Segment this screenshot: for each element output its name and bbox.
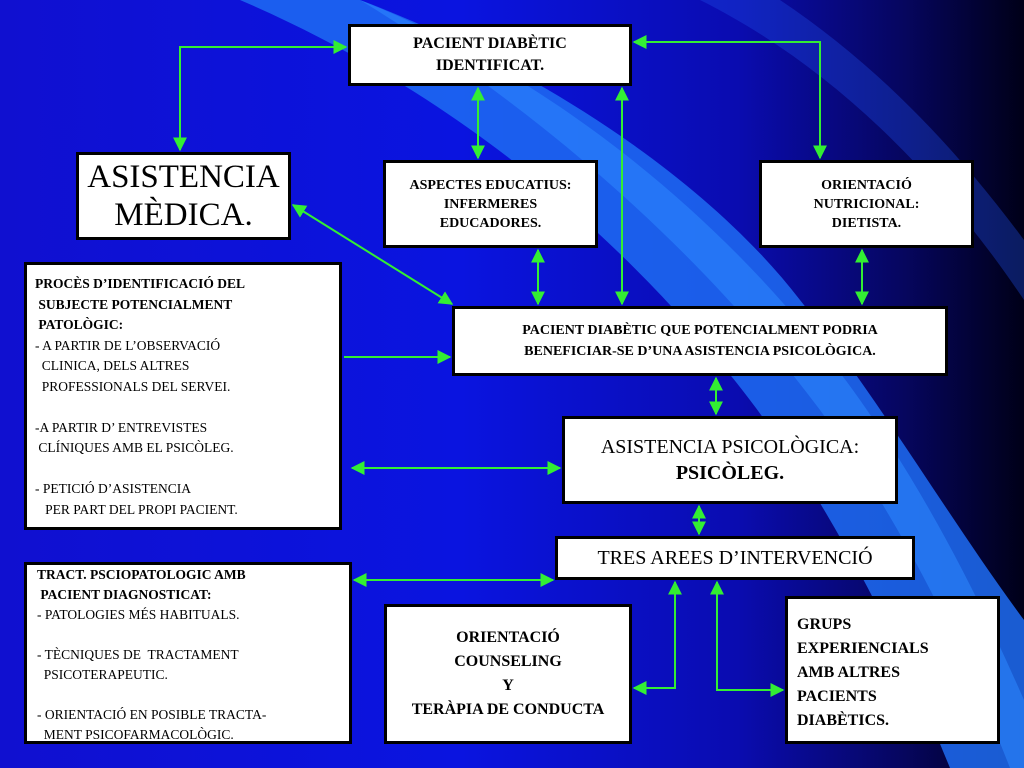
proces-line-10 [35, 459, 339, 480]
orientacio-nutricional-box: ORIENTACIÓ NUTRICIONAL: DIETISTA. [759, 160, 974, 248]
tractament-line-5: - TÈCNIQUES DE TRACTAMENT [37, 647, 239, 662]
orientacio-nutricional-line-1: ORIENTACIÓ [821, 177, 912, 193]
asistencia-medica-line-1: ASISTENCIA [87, 159, 280, 195]
pacient-potencial-line-2: BENEFICIAR-SE D’UNA ASISTENCIA PSICOLÒGI… [524, 344, 876, 359]
aspectes-educatius-box: ASPECTES EDUCATIUS: INFERMERES EDUCADORE… [383, 160, 598, 248]
proces-line-11: - PETICIÓ D’ASISTENCIA [35, 481, 191, 496]
tractament-line-9: MENT PSICOFARMACOLÒGIC. [37, 727, 234, 742]
proces-line-2: SUBJECTE POTENCIALMENT [35, 296, 233, 312]
proces-line-5: CLINICA, DELS ALTRES [35, 358, 190, 373]
orientacio-counseling-line-3: Y [502, 677, 514, 694]
asistencia-psicologica-line-2: PSICÒLEG. [675, 462, 785, 484]
asistencia-medica-box: ASISTENCIA MÈDICA. [76, 152, 291, 240]
asistencia-psicologica-box: ASISTENCIA PSICOLÒGICA: PSICÒLEG. [562, 416, 898, 504]
asistencia-medica-line-2: MÈDICA. [114, 197, 253, 233]
orientacio-nutricional-line-2: NUTRICIONAL: [813, 196, 920, 212]
orientacio-counseling-line-1: ORIENTACIÓ [456, 629, 560, 646]
orientacio-nutricional-line-3: DIETISTA. [831, 215, 902, 231]
grups-experiencials-box: GRUPS EXPERIENCIALS AMB ALTRES PACIENTS … [785, 596, 1000, 744]
proces-line-4: - A PARTIR DE L’OBSERVACIÓ [35, 337, 221, 353]
tractament-box: TRACT. PSCIOPATOLOGIC AMB PACIENT DIAGNO… [24, 562, 352, 744]
grups-line-2: EXPERIENCIALS [797, 640, 929, 657]
pacient-identificat-box: PACIENT DIABÈTIC IDENTIFICAT. [348, 24, 632, 86]
grups-line-5: DIABÈTICS. [797, 712, 890, 729]
tractament-line-6: PSICOTERAPEUTIC. [37, 667, 168, 682]
tractament-line-3: - PATOLOGIES MÉS HABITUALS. [37, 607, 240, 622]
proces-line-8: -A PARTIR D’ ENTREVISTES [35, 419, 208, 435]
aspectes-educatius-line-2: INFERMERES [443, 196, 538, 212]
proces-line-12: PER PART DEL PROPI PACIENT. [35, 501, 238, 517]
grups-line-4: PACIENTS [797, 688, 877, 705]
tres-arees-box: TRES AREES D’INTERVENCIÓ [555, 536, 915, 580]
proces-line-1: PROCÈS D’IDENTIFICACIÓ DEL [35, 276, 246, 291]
pacient-identificat-line-1: PACIENT DIABÈTIC [413, 35, 567, 52]
orientacio-counseling-box: ORIENTACIÓ COUNSELING Y TERÀPIA DE CONDU… [384, 604, 632, 744]
orientacio-counseling-line-4: TERÀPIA DE CONDUCTA [411, 701, 605, 718]
orientacio-counseling-line-2: COUNSELING [454, 653, 562, 670]
pacient-potencial-line-1: PACIENT DIABÈTIC QUE POTENCIALMENT PODRI… [522, 323, 878, 338]
tractament-line-1: TRACT. PSCIOPATOLOGIC AMB [37, 567, 246, 582]
tres-arees-label: TRES AREES D’INTERVENCIÓ [597, 547, 873, 569]
aspectes-educatius-line-3: EDUCADORES. [439, 215, 542, 231]
tractament-line-2: PACIENT DIAGNOSTICAT: [37, 587, 212, 602]
grups-line-1: GRUPS [797, 616, 852, 633]
proces-line-6: PROFESSIONALS DEL SERVEI. [35, 378, 231, 394]
pacient-identificat-line-2: IDENTIFICAT. [435, 57, 545, 74]
asistencia-psicologica-line-1: ASISTENCIA PSICOLÒGICA: [600, 436, 860, 458]
proces-line-7 [35, 397, 339, 418]
pacient-potencial-box: PACIENT DIABÈTIC QUE POTENCIALMENT PODRI… [452, 306, 948, 376]
grups-line-3: AMB ALTRES [797, 664, 900, 681]
tractament-line-4 [37, 625, 349, 645]
proces-identificacio-box: PROCÈS D’IDENTIFICACIÓ DEL SUBJECTE POTE… [24, 262, 342, 530]
proces-line-9: CLÍNIQUES AMB EL PSICÒLEG. [35, 440, 234, 455]
tractament-line-8: - ORIENTACIÓ EN POSIBLE TRACTA- [37, 707, 267, 722]
proces-line-3: PATOLÒGIC: [35, 317, 124, 332]
aspectes-educatius-line-1: ASPECTES EDUCATIUS: [409, 177, 572, 193]
tractament-line-7 [37, 685, 349, 705]
